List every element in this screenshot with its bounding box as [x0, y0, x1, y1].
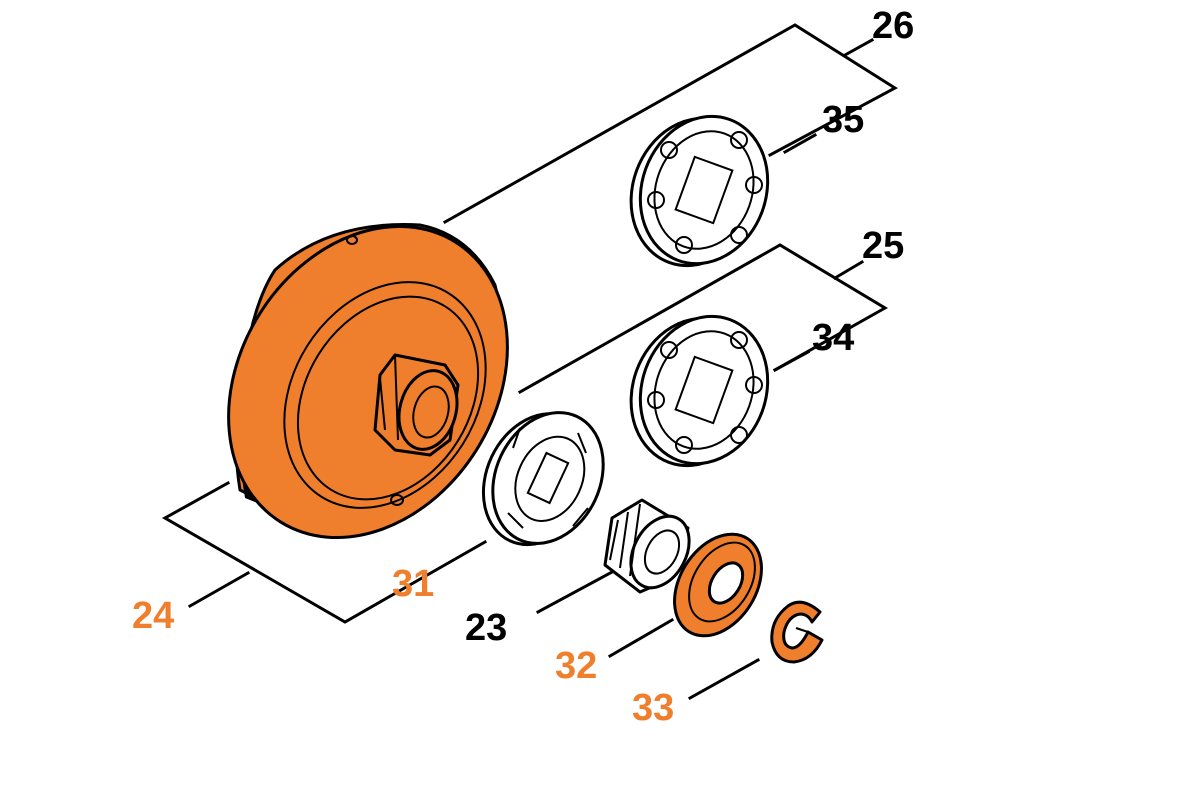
bracket-24 — [161, 480, 488, 624]
spur-sprocket-part-31 — [481, 411, 605, 547]
drum-inner-ring — [283, 281, 487, 509]
leader-32 — [607, 617, 675, 659]
callout-34: 34 — [812, 317, 854, 359]
leader-25 — [832, 259, 865, 281]
callout-23: 23 — [465, 607, 507, 649]
callout-31: 31 — [392, 563, 434, 605]
drum-hub — [373, 353, 460, 457]
drum-inner-ring-2 — [296, 295, 480, 501]
bracket-25 — [517, 243, 888, 395]
needle-cage-part-23 — [603, 498, 691, 594]
callout-26: 26 — [872, 5, 914, 47]
leader-34 — [772, 349, 811, 373]
callout-24: 24 — [132, 595, 174, 637]
callouts: 26 35 25 34 31 24 23 32 33 — [132, 5, 914, 729]
leader-23 — [535, 569, 615, 615]
rim-sprocket-part-34 — [629, 314, 770, 468]
washer-part-32 — [673, 532, 763, 638]
leader-24 — [187, 570, 251, 609]
rim-sprocket-part-35 — [629, 114, 770, 268]
callout-25: 25 — [862, 225, 904, 267]
callout-35: 35 — [822, 99, 864, 141]
clutch-drum-part-24 — [227, 223, 509, 540]
leader-33 — [687, 657, 761, 701]
drum-front-face — [227, 224, 509, 540]
callout-33: 33 — [632, 687, 674, 729]
leader-35 — [782, 132, 818, 155]
drum-top-notch — [346, 235, 358, 245]
callout-32: 32 — [555, 645, 597, 687]
e-clip-part-33 — [770, 600, 824, 664]
drum-bottom-hole — [390, 494, 404, 506]
leader-lines — [161, 23, 898, 701]
leader-26 — [842, 37, 875, 58]
